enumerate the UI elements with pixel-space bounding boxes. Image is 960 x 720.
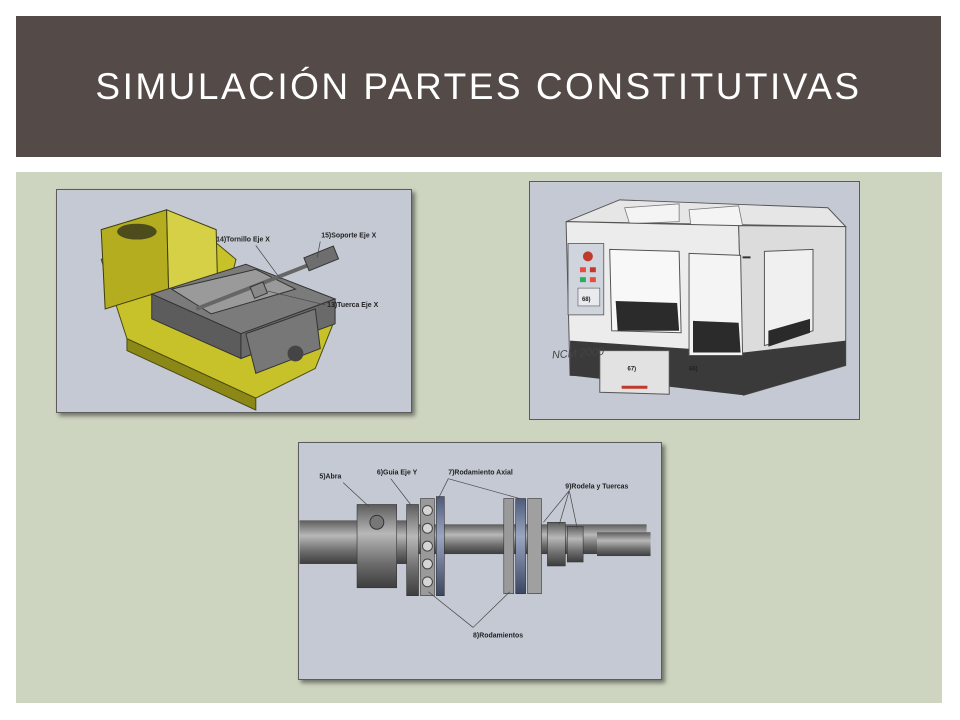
vise-drawing: 14)Tornillo Eje X 15)Soporte Eje X 13)Tu… (100, 209, 379, 411)
label-67: 67) (628, 366, 637, 372)
slide-title: SIMULACIÓN PARTES CONSTITUTIVAS (95, 65, 862, 107)
vise-assembly-figure: 14)Tornillo Eje X 15)Soporte Eje X 13)Tu… (56, 189, 412, 413)
label-68: 68) (582, 297, 591, 303)
shaft-bearings-figure: 5)Abra 6)Guia Eje Y 7)Rodamiento Axial 9… (298, 442, 662, 680)
machine-drawing: 68) 67) 66) NCM 2000 (552, 199, 847, 396)
machine-enclosure-figure: 68) 67) 66) NCM 2000 (529, 181, 860, 420)
label-soporte-eje-x: 15)Soporte Eje X (321, 233, 376, 240)
label-rodamientos: 8)Rodamientos (473, 632, 523, 639)
label-rodela-tuercas: 9)Rodela y Tuercas (565, 484, 628, 491)
label-guia-eje-y: 6)Guia Eje Y (377, 470, 418, 477)
label-rodamiento-axial: 7)Rodamiento Axial (448, 470, 513, 477)
label-abra: 5)Abra (319, 474, 341, 481)
shaft-drawing: 5)Abra 6)Guia Eje Y 7)Rodamiento Axial 9… (299, 470, 651, 639)
title-bar: SIMULACIÓN PARTES CONSTITUTIVAS (16, 16, 941, 157)
label-tuerca-eje-x: 13)Tuerca Eje X (327, 302, 378, 309)
brand-label: NCM 2000 (552, 346, 605, 362)
label-66: 66) (689, 366, 698, 372)
label-tornillo-eje-x: 14)Tornillo Eje X (216, 237, 270, 244)
